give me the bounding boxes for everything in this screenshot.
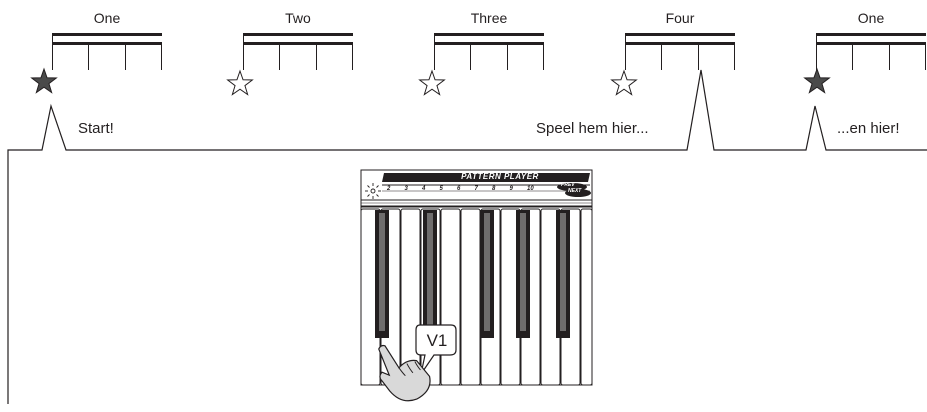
- v1-speech-bubble: [415, 324, 457, 375]
- measure-staff-2: [243, 33, 353, 70]
- prev-button-label: PREV: [561, 182, 575, 188]
- measure-label: Two: [285, 10, 311, 26]
- callout-start-text: Start!: [78, 120, 114, 137]
- light-burst-icon: [365, 183, 381, 199]
- measure-staff-4: [625, 33, 735, 70]
- pressed-key-label: V1: [426, 331, 448, 350]
- black-keys: [375, 210, 570, 338]
- pattern-number: 5: [439, 186, 443, 192]
- pattern-number: 6: [457, 186, 461, 192]
- next-button-label: NEXT: [568, 188, 582, 194]
- pattern-player-title: PATTERN PLAYER: [461, 172, 539, 181]
- callout-frame: [7, 69, 927, 404]
- pattern-player-panel: [360, 169, 593, 207]
- measure-staff-1: [52, 33, 162, 70]
- keyboard: [360, 206, 593, 386]
- callout-and-here-text: ...en hier!: [837, 120, 900, 137]
- pattern-number: 9: [509, 186, 513, 192]
- pattern-number: 8: [492, 186, 496, 192]
- measure-label: One: [93, 10, 121, 26]
- measure-staff-5: [816, 33, 926, 70]
- star-outline-icon: [419, 70, 445, 96]
- pattern-number: 2: [387, 186, 391, 192]
- measure-label: One: [857, 10, 885, 26]
- pattern-number: 3: [404, 186, 408, 192]
- callout-play-here-text: Speel hem hier...: [536, 120, 649, 137]
- pattern-number: 4: [422, 186, 426, 192]
- pointing-hand-icon: [378, 344, 431, 402]
- pattern-number: 10: [527, 186, 534, 192]
- measure-label: Three: [470, 10, 508, 26]
- measure-staff-3: [434, 33, 544, 70]
- measure-label: Four: [665, 10, 695, 26]
- star-filled-icon: [31, 68, 57, 94]
- star-filled-icon: [804, 68, 830, 94]
- star-outline-icon: [227, 70, 253, 96]
- star-outline-icon: [611, 70, 637, 96]
- pattern-number: 7: [474, 186, 478, 192]
